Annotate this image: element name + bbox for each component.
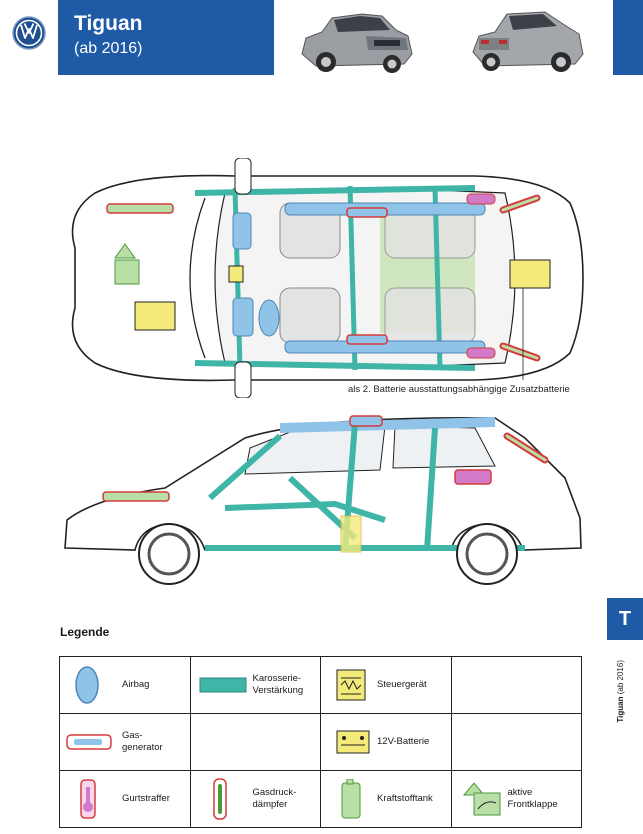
legend-item-belt-tensioner: Gurtstraffer	[60, 771, 190, 827]
legend-item-gas-strut: Gasdruck- dämpfer	[191, 771, 321, 827]
legend-item-fuel-tank: Kraftstofftank	[321, 771, 451, 827]
legend-label-gas-strut: Gasdruck- dämpfer	[252, 787, 297, 810]
side-caption: Tiguan (ab 2016)	[616, 660, 630, 740]
side-caption-model: Tiguan	[616, 696, 625, 723]
body-reinforcement-icon	[199, 677, 246, 693]
legend-label-fuel-tank: Kraftstofftank	[377, 793, 433, 804]
battery-icon	[336, 730, 370, 754]
legend-label-control-unit: Steuergerät	[377, 679, 427, 690]
title-banner: Tiguan (ab 2016)	[58, 0, 274, 75]
legend-item-battery: 12V-Batterie	[321, 714, 451, 770]
legend-title: Legende	[60, 625, 110, 639]
gas-strut-icon	[212, 778, 227, 820]
fuel-tank-icon	[341, 779, 361, 819]
legend-label-belt-tensioner: Gurtstraffer	[122, 793, 170, 804]
top-view-diagram	[71, 158, 584, 398]
legend-label-active-hood: aktive Frontklappe	[507, 787, 558, 810]
legend-label-airbag: Airbag	[122, 679, 150, 690]
legend-item-empty-2	[191, 714, 321, 770]
legend-label-gas-generator: Gas- generator	[122, 730, 163, 753]
legend-item-empty-1	[452, 657, 582, 713]
legend-item-gas-generator: Gas- generator	[60, 714, 190, 770]
control-unit-icon	[336, 669, 366, 701]
legend-item-control-unit: Steuergerät	[321, 657, 451, 713]
section-letter-tab[interactable]: T	[607, 598, 643, 640]
page-title: Tiguan	[74, 12, 143, 35]
legend-item-active-hood: aktive Frontklappe	[452, 771, 582, 827]
airbag-icon	[75, 666, 99, 704]
header-tab	[613, 0, 643, 75]
legend-label-battery: 12V-Batterie	[377, 736, 430, 747]
gas-generator-icon	[66, 734, 112, 750]
belt-tensioner-icon	[80, 779, 96, 819]
car-photo-rear	[472, 11, 584, 72]
side-view-diagram	[64, 415, 582, 585]
legend-table: Airbag Karosserie- Verstärkung Steuerger…	[59, 656, 582, 828]
vw-logo-icon	[12, 16, 46, 50]
battery-note: als 2. Batterie ausstattungsabhängige Zu…	[348, 384, 570, 395]
legend-label-reinforcement: Karosserie- Verstärkung	[252, 673, 304, 696]
page-subtitle: (ab 2016)	[74, 40, 143, 57]
legend-item-airbag: Airbag	[60, 657, 190, 713]
car-photo-front	[301, 13, 413, 73]
legend-item-empty-3	[452, 714, 582, 770]
active-hood-icon	[462, 782, 500, 816]
legend-item-reinforcement: Karosserie- Verstärkung	[191, 657, 321, 713]
side-caption-years: (ab 2016)	[616, 660, 625, 695]
